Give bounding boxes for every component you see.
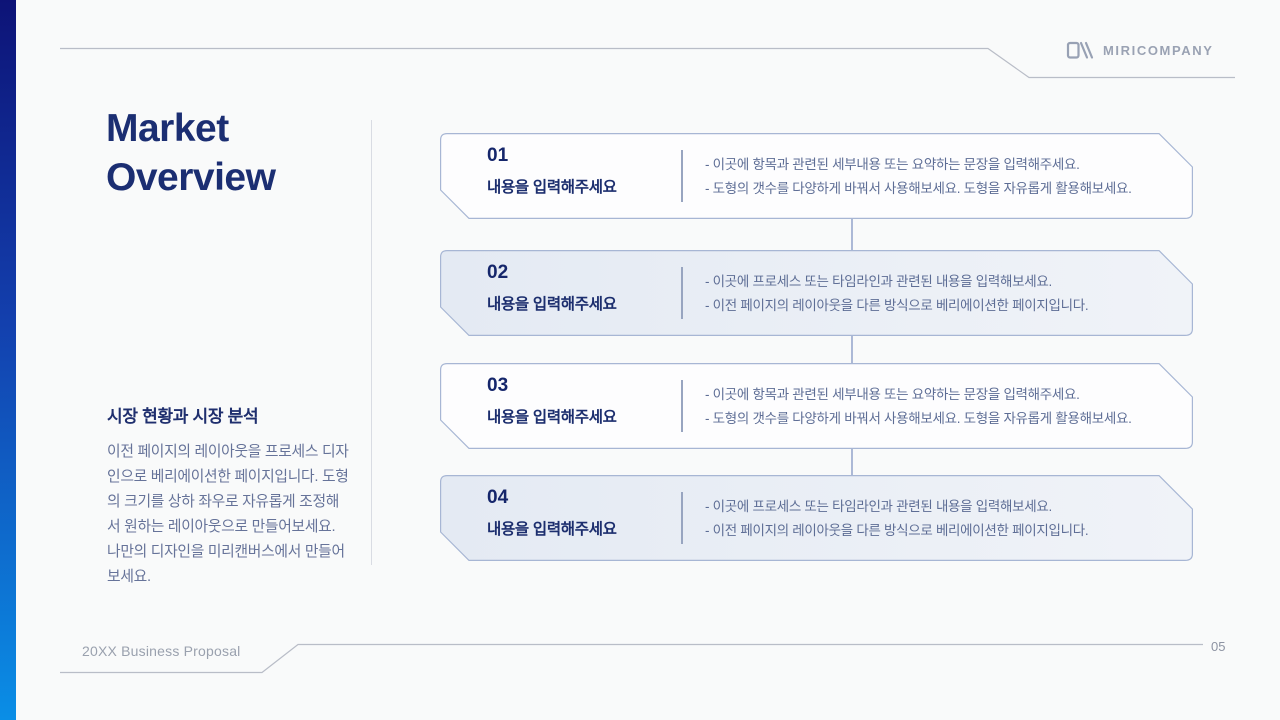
step-label: 내용을 입력해주세요	[487, 409, 617, 426]
step-box-03[interactable]: 03 내용을 입력해주세요 - 이곳에 항목과 관련된 세부내용 또는 요약하는…	[440, 363, 1193, 449]
step-number: 01	[487, 145, 509, 166]
step-box-01-shape	[440, 133, 1193, 219]
step-description: - 이곳에 프로세스 또는 타임라인과 관련된 내용을 입력해보세요. - 이전…	[705, 270, 1089, 318]
step-label: 내용을 입력해주세요	[487, 179, 617, 196]
step-box-02[interactable]: 02 내용을 입력해주세요 - 이곳에 프로세스 또는 타임라인과 관련된 내용…	[440, 250, 1193, 336]
column-divider	[371, 120, 372, 565]
step-description-line2: - 이전 페이지의 레이아웃을 다른 방식으로 베리에이션한 페이지입니다.	[705, 298, 1089, 313]
section-body-text: 이전 페이지의 레이아웃을 프로세스 디자인으로 베리에이션한 페이지입니다. …	[107, 444, 349, 585]
footer-document-title: 20XX Business Proposal	[82, 643, 241, 659]
page-number: 05	[1211, 639, 1226, 654]
step-number: 02	[487, 262, 509, 283]
step-inner-divider	[681, 380, 683, 432]
step-description-line2: - 도형의 갯수를 다양하게 바꿔서 사용해보세요. 도형을 자유롭게 활용해보…	[705, 411, 1132, 426]
step-inner-divider	[681, 150, 683, 202]
accent-gradient-bar	[0, 0, 16, 720]
step-description: - 이곳에 프로세스 또는 타임라인과 관련된 내용을 입력해보세요. - 이전…	[705, 495, 1089, 543]
step-description: - 이곳에 항목과 관련된 세부내용 또는 요약하는 문장을 입력해주세요. -…	[705, 153, 1132, 201]
step-box-04-shape	[440, 475, 1193, 561]
step-number: 04	[487, 487, 509, 508]
step-description-line2: - 도형의 갯수를 다양하게 바꿔서 사용해보세요. 도형을 자유롭게 활용해보…	[705, 181, 1132, 196]
section-heading: 시장 현황과 시장 분석	[107, 407, 259, 426]
step-box-02-shape	[440, 250, 1193, 336]
step-inner-divider	[681, 492, 683, 544]
step-box-01[interactable]: 01 내용을 입력해주세요 - 이곳에 항목과 관련된 세부내용 또는 요약하는…	[440, 133, 1193, 219]
header-rule	[60, 47, 1235, 79]
step-description-line1: - 이곳에 프로세스 또는 타임라인과 관련된 내용을 입력해보세요.	[705, 274, 1052, 289]
step-inner-divider	[681, 267, 683, 319]
company-logo: MIRICOMPANY	[1066, 40, 1214, 61]
step-number: 03	[487, 375, 509, 396]
company-name: MIRICOMPANY	[1103, 43, 1214, 58]
step-box-03-shape	[440, 363, 1193, 449]
step-label: 내용을 입력해주세요	[487, 521, 617, 538]
step-description-line1: - 이곳에 항목과 관련된 세부내용 또는 요약하는 문장을 입력해주세요.	[705, 157, 1080, 172]
step-description-line2: - 이전 페이지의 레이아웃을 다른 방식으로 베리에이션한 페이지입니다.	[705, 523, 1089, 538]
miricompany-logo-icon	[1066, 41, 1094, 59]
step-description: - 이곳에 항목과 관련된 세부내용 또는 요약하는 문장을 입력해주세요. -…	[705, 383, 1132, 431]
step-label: 내용을 입력해주세요	[487, 296, 617, 313]
page-title-line1: Market	[106, 107, 229, 150]
page-title-line2: Overview	[106, 156, 276, 199]
step-description-line1: - 이곳에 항목과 관련된 세부내용 또는 요약하는 문장을 입력해주세요.	[705, 387, 1080, 402]
step-box-04[interactable]: 04 내용을 입력해주세요 - 이곳에 프로세스 또는 타임라인과 관련된 내용…	[440, 475, 1193, 561]
step-description-line1: - 이곳에 프로세스 또는 타임라인과 관련된 내용을 입력해보세요.	[705, 499, 1052, 514]
page-title: Market Overview	[106, 104, 276, 202]
